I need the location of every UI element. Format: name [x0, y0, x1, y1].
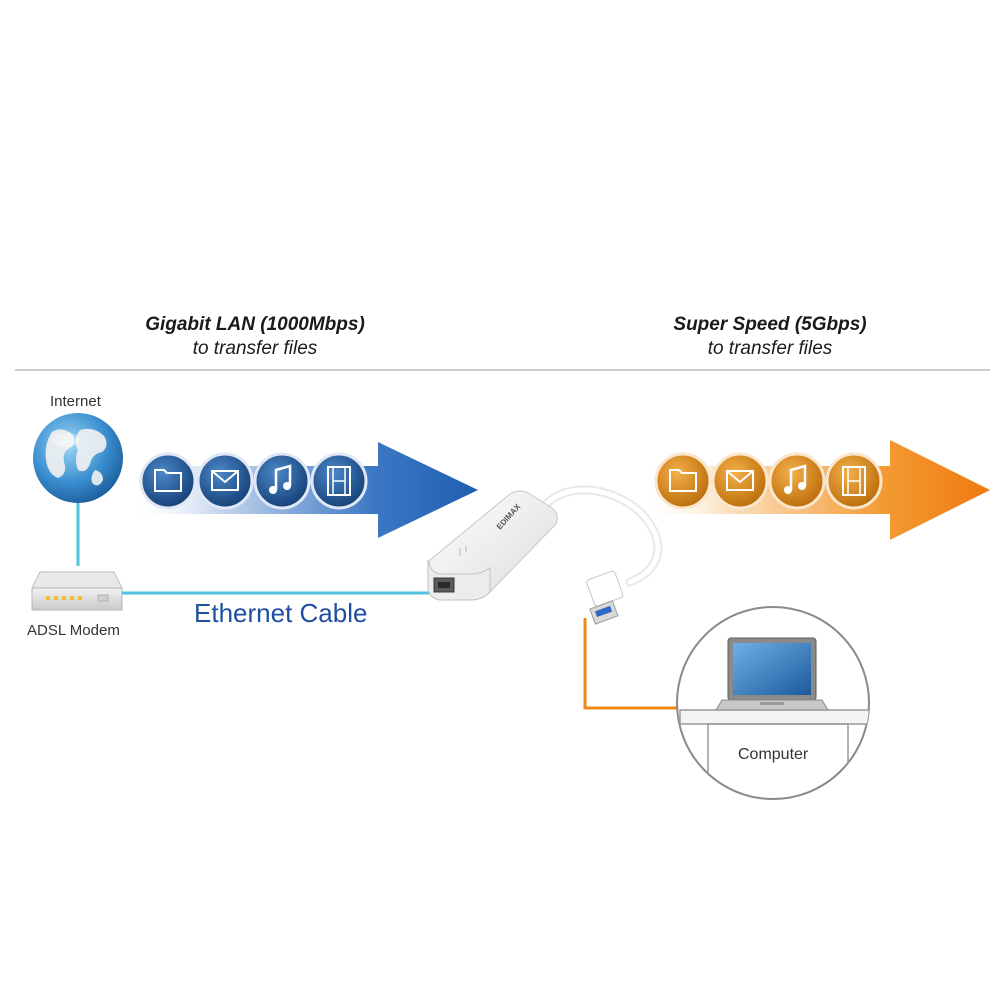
usb-plug — [586, 570, 624, 625]
internet-label: Internet — [50, 393, 101, 410]
modem-icon — [31, 571, 123, 611]
lan-title: Gigabit LAN (1000Mbps) — [145, 314, 365, 335]
lan-video-icon — [310, 452, 368, 510]
modem-label: ADSL Modem — [27, 622, 120, 639]
globe-icon — [33, 413, 123, 503]
usb-headline: Super Speed (5Gbps) to transfer files — [600, 313, 940, 361]
usb-ethernet-adapter: EDIMAX — [427, 490, 558, 601]
lan-subtitle: to transfer files — [192, 338, 318, 359]
usb-mail-icon — [711, 452, 769, 510]
usb-music-icon — [768, 452, 826, 510]
laptop-icon — [715, 637, 829, 711]
lan-mail-icon — [196, 452, 254, 510]
computer-label: Computer — [738, 746, 809, 763]
usb-title: Super Speed (5Gbps) — [673, 314, 867, 335]
usb-subtitle: to transfer files — [707, 338, 833, 359]
usb-folder-icon — [654, 452, 712, 510]
lan-music-icon — [253, 452, 311, 510]
usb-video-icon — [825, 452, 883, 510]
lan-folder-icon — [139, 452, 197, 510]
lan-headline: Gigabit LAN (1000Mbps) to transfer files — [90, 313, 420, 361]
ethernet-cable-label: Ethernet Cable — [194, 598, 368, 628]
